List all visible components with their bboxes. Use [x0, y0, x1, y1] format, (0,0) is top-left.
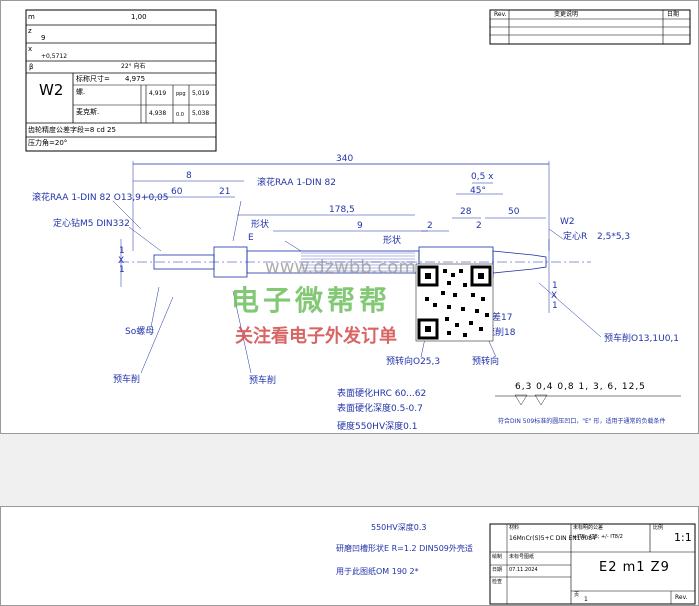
- drawing-sheet-1: m 1,00 z 9 x +0,5712 β 22° 向右 W2 标称尺寸= 4…: [0, 0, 699, 434]
- gear-row4-label: β: [29, 63, 34, 71]
- label-pre-turn-dir: 预转向O25,3: [386, 357, 441, 367]
- tb-rev-label: Rev.: [675, 594, 688, 601]
- dim-21: 21: [219, 187, 231, 197]
- gear-pressure-angle: 压力角=20°: [28, 139, 68, 147]
- dim-2a: 2: [427, 221, 433, 231]
- gear-row4-value: 22° 向右: [121, 63, 146, 70]
- drawing-sheet-2: 550HV深度0.3 研磨凹槽形状E R=1.2 DIN509外壳适 用于此图纸…: [0, 506, 699, 606]
- rev-col-desc: 变更说明: [554, 11, 579, 18]
- label-pre-turn-right: 预车削O13,1U0,1: [604, 334, 680, 344]
- label-pre-turn-dir2: 预转向: [472, 357, 500, 367]
- dim-8: 8: [186, 171, 192, 181]
- gear-tol-min: 4,938: [149, 110, 167, 117]
- gear-nominal-label: 标称尺寸=: [76, 75, 110, 83]
- gear-row2-value: 9: [41, 34, 46, 42]
- gear-over-unit: ppg: [176, 91, 186, 97]
- dim-05x: 0,5 x: [471, 172, 494, 182]
- gear-quality: 齿轮精度公差字段=8 cd 25: [28, 126, 116, 134]
- tb-material-value: 16MnCr(S)5+C DIN EN10084: [509, 535, 596, 542]
- drawing-lines: [25, 9, 691, 406]
- label-1a: 1: [119, 246, 125, 256]
- tb-check-label: 检查: [492, 579, 503, 585]
- rev-col-date: 日期: [667, 11, 680, 18]
- tb-tolerance-label: 未标明的公差: [573, 525, 604, 531]
- label-pre-turn-b: 预车削: [249, 376, 277, 386]
- dim-9: 9: [357, 221, 363, 231]
- label-so-nut: So螺母: [125, 327, 155, 337]
- watermark-url: www.dzwbb.com: [265, 257, 416, 278]
- gear-over-max: 5,019: [192, 90, 210, 97]
- dim-60: 60: [171, 187, 183, 197]
- tb-page-value: 1: [584, 596, 588, 603]
- label-x-left: X: [118, 256, 125, 266]
- tb-page-label: 页: [574, 592, 580, 598]
- label-knurl-left: 滚花RAA 1-DIN 82 O13,9+0,05: [32, 193, 169, 203]
- label-x-right: X: [551, 291, 558, 301]
- label-form-b: 形状: [383, 236, 402, 246]
- label-e: E: [248, 233, 254, 243]
- watermark-brand: 电子微帮帮: [231, 284, 392, 317]
- tb-material-label: 材料: [509, 525, 520, 531]
- note-hardening-2: 表面硬化深度0.5-0.7: [337, 404, 423, 414]
- tb-date-label: 日期: [492, 567, 503, 573]
- tb-drawn-value: 未标号图纸: [509, 554, 535, 560]
- label-1c: 1: [552, 281, 558, 291]
- label-form-a: 形状: [251, 220, 270, 230]
- gear-w-label: W2: [39, 81, 64, 99]
- note-hardening-3: 硬度550HV深度0.1: [337, 422, 418, 432]
- label-center-r: 定心R: [563, 232, 588, 242]
- gear-tol-max: 5,038: [192, 110, 210, 117]
- gear-row3-value: +0,5712: [41, 53, 68, 60]
- tb-scale-label: 比例: [653, 525, 664, 531]
- rev-col-rev: Rev.: [494, 11, 507, 18]
- gear-over-label: 螺.: [76, 88, 86, 96]
- label-flow-18: 流削18: [486, 328, 516, 338]
- note2-groove-shape: 研磨凹槽形状E R=1.2 DIN509外壳适: [336, 544, 473, 553]
- dim-178: 178,5: [329, 205, 355, 215]
- gear-row1-label: m: [28, 13, 35, 21]
- dim-2b: 2: [476, 221, 482, 231]
- tb-tolerance-value: +IT8; -IT8; +/- IT8/2: [573, 534, 623, 540]
- label-w2: W2: [560, 217, 575, 227]
- note-hardening-1: 表面硬化HRC 60...62: [337, 389, 427, 399]
- label-knurl-top: 滚花RAA 1-DIN 82: [257, 178, 336, 188]
- label-1d: 1: [552, 301, 558, 311]
- gear-tol-unit: 0.0: [176, 112, 184, 118]
- tb-title: E2 m1 Z9: [599, 560, 670, 575]
- label-center-r-value: 2,5*5,3: [597, 232, 631, 242]
- dim-340: 340: [336, 154, 354, 164]
- label-1b: 1: [119, 265, 125, 275]
- note2-hv-depth: 550HV深度0.3: [371, 523, 427, 532]
- tb-scale-value: 1:1: [674, 531, 692, 544]
- dim-28: 28: [460, 207, 472, 217]
- gear-row1-value: 1,00: [131, 13, 147, 21]
- gear-row2-label: z: [28, 27, 32, 35]
- title-block-lines: [489, 523, 696, 605]
- label-center-drill: 定心钻M5 DIN332: [53, 219, 130, 229]
- gear-row3-label: x: [28, 45, 33, 53]
- label-pre-turn-a: 预车削: [113, 375, 141, 385]
- note2-applies: 用于此图纸OM 190 2*: [336, 567, 419, 576]
- tb-drawn-label: 绘制: [492, 554, 503, 560]
- dim-50: 50: [508, 207, 520, 217]
- label-tol-17: 公差17: [483, 313, 513, 323]
- gear-tol-label: 麦克斯.: [76, 108, 100, 116]
- tb-date-value: 07.11.2024: [509, 567, 538, 573]
- roughness-scale: 6,3 0,4 0,8 1, 3, 6, 12,5: [515, 382, 646, 392]
- gear-nominal-value: 4,975: [125, 75, 146, 83]
- dim-45: 45°: [470, 186, 486, 196]
- watermark-slogan: 关注看电子外发订单: [235, 326, 397, 347]
- gear-over-min: 4,919: [149, 90, 167, 97]
- note-din-509: 符合DIN 509标准的圆压凹口，"E" 形，适用于通常的负载条件: [498, 418, 666, 425]
